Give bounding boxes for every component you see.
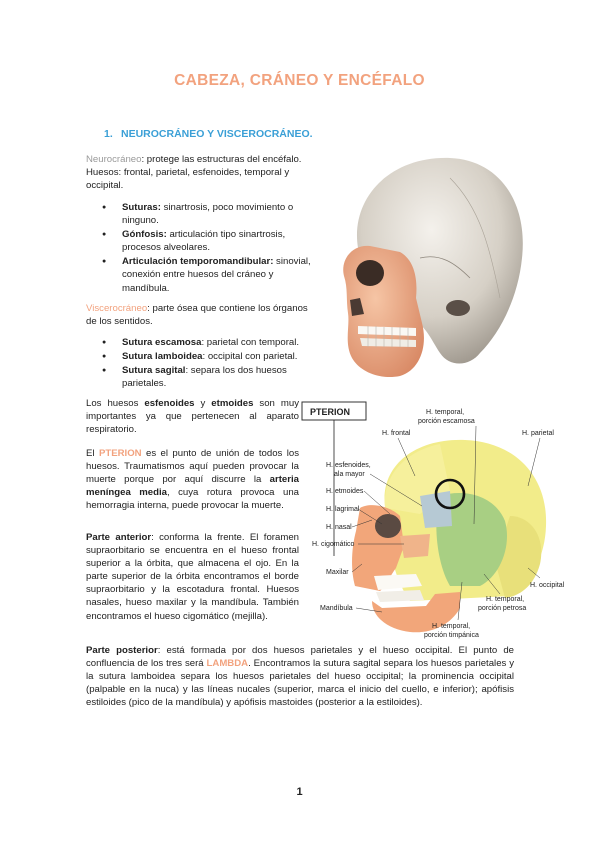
page-number: 1 (296, 786, 303, 798)
sphenoid-bone-shape (420, 491, 452, 528)
svg-text:ala mayor: ala mayor (334, 471, 365, 478)
mandible-shape (372, 592, 460, 633)
label-frontal: H. frontal (382, 430, 411, 437)
list-item: Suturas: sinartrosis, poco movimiento o … (100, 201, 315, 227)
neurocraneo-term: Neurocráneo (86, 154, 142, 165)
label-temporal-timpanica: H. temporal, (432, 623, 470, 630)
svg-text:porción escamosa: porción escamosa (418, 418, 475, 425)
list-item: Sutura lamboidea: occipital con parietal… (100, 350, 330, 363)
label-temporal-petrosa: H. temporal, (486, 596, 524, 603)
section-number: 1. (104, 128, 113, 140)
label-occipital: H. occipital (530, 582, 565, 589)
section-label: NEUROCRÁNEO Y VISCEROCRÁNEO. (121, 128, 313, 140)
viscerocraneo-paragraph: Viscerocráneo: parte ósea que contiene l… (86, 303, 308, 328)
skull-lateral-image (343, 157, 523, 378)
label-temporal-escamosa: H. temporal, (426, 409, 464, 416)
page-title: CABEZA, CRÁNEO Y ENCÉFALO (174, 72, 425, 89)
lambda-term: LAMBDA (206, 658, 249, 670)
label-mandibula: Mandíbula (320, 605, 353, 612)
svg-text:porción timpánica: porción timpánica (424, 632, 479, 639)
section-heading: 1. NEUROCRÁNEO Y VISCEROCRÁNEO. (104, 128, 313, 140)
label-maxilar: Maxilar (326, 569, 349, 576)
anterior-paragraph: Parte anterior: conforma la frente. El f… (86, 532, 299, 622)
list-item: Articulación temporomandibular: sinovial… (100, 255, 315, 294)
list-item: Sutura sagital: separa los dos huesos pa… (100, 364, 330, 390)
label-etmoides: H. etmoides (326, 488, 364, 495)
esfenoides-paragraph: Los huesos esfenoides y etmoides son muy… (86, 398, 299, 436)
label-esfenoides: H. esfenoides, (326, 462, 371, 469)
viscerocraneo-list: Sutura escamosa: parietal con temporal. … (100, 336, 330, 391)
list-item: Gónfosis: articulación tipo sinartrosis,… (100, 228, 315, 254)
label-cigomatico: H. cigomático (312, 541, 355, 548)
skull-bones-diagram: PTERION H. temporal, porción escamosa H.… (301, 401, 565, 639)
pterion-circle (434, 478, 466, 510)
list-item: Sutura escamosa: parietal con temporal. (100, 336, 330, 349)
pterion-term: PTERION (98, 448, 142, 459)
label-parietal: H. parietal (522, 430, 554, 437)
neurocraneo-list: Suturas: sinartrosis, poco movimiento o … (100, 201, 315, 296)
viscerocraneo-term: Viscerocráneo (86, 303, 148, 314)
pterion-paragraph: El PTERION es el punto de unión de todos… (86, 448, 299, 512)
pterion-label: PTERION (310, 407, 350, 417)
posterior-paragraph: Parte posterior: está formada por dos hu… (86, 645, 515, 709)
temporal-bone-shape (436, 493, 508, 586)
svg-text:porción petrosa: porción petrosa (478, 605, 526, 612)
label-nasal: H. nasal (326, 524, 352, 531)
neurocraneo-paragraph: Neurocráneo: protege las estructuras del… (86, 154, 302, 192)
label-lagrimal: H. lagrimal (326, 506, 360, 513)
